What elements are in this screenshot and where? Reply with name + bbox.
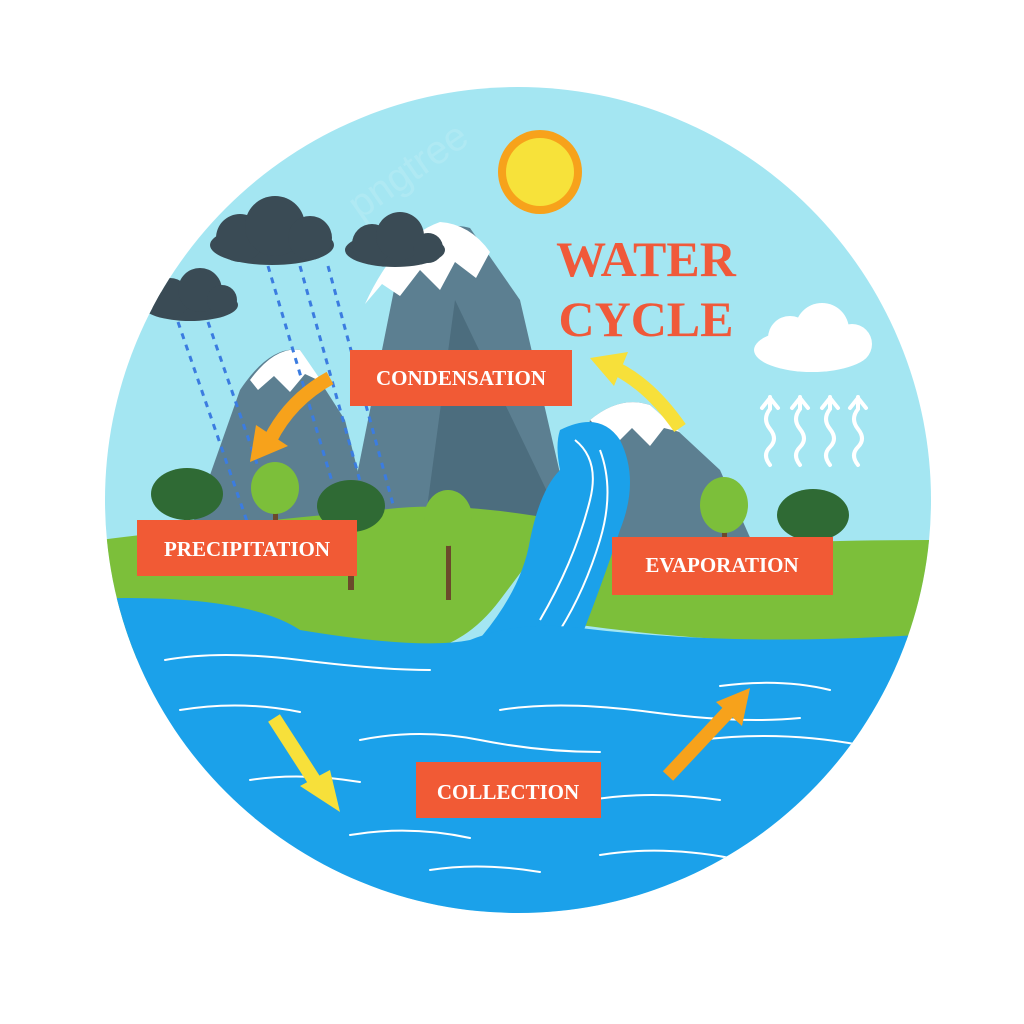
white-cloud xyxy=(754,303,872,372)
title-line-1: WATER xyxy=(556,231,737,287)
label-condensation: CONDENSATION xyxy=(350,350,572,406)
title-line-2: CYCLE xyxy=(558,291,733,347)
tree xyxy=(424,490,472,600)
tree xyxy=(151,468,223,530)
arrow-evaporation-to-condensation xyxy=(590,352,686,433)
label-precipitation-text: PRECIPITATION xyxy=(164,537,330,561)
tree xyxy=(251,462,299,540)
arrow-collection-to-evaporation xyxy=(662,688,750,781)
label-condensation-text: CONDENSATION xyxy=(376,366,546,390)
arrow-precipitation-to-collection xyxy=(268,714,340,812)
label-evaporation-text: EVAPORATION xyxy=(645,553,798,577)
trees xyxy=(151,462,849,600)
arrow-condensation-to-precipitation xyxy=(250,371,334,462)
label-collection-text: COLLECTION xyxy=(437,780,579,804)
evaporation-vapor-icons xyxy=(760,394,868,467)
rain-cloud-right xyxy=(345,212,445,267)
rain-cloud-middle xyxy=(210,196,334,265)
tree xyxy=(700,477,748,545)
label-evaporation: EVAPORATION xyxy=(612,537,833,595)
cycle-arrows xyxy=(250,352,750,812)
label-precipitation: PRECIPITATION xyxy=(137,520,357,576)
river xyxy=(460,422,630,660)
label-collection: COLLECTION xyxy=(416,762,601,818)
water-waves xyxy=(164,654,861,873)
sun-icon xyxy=(498,130,582,214)
